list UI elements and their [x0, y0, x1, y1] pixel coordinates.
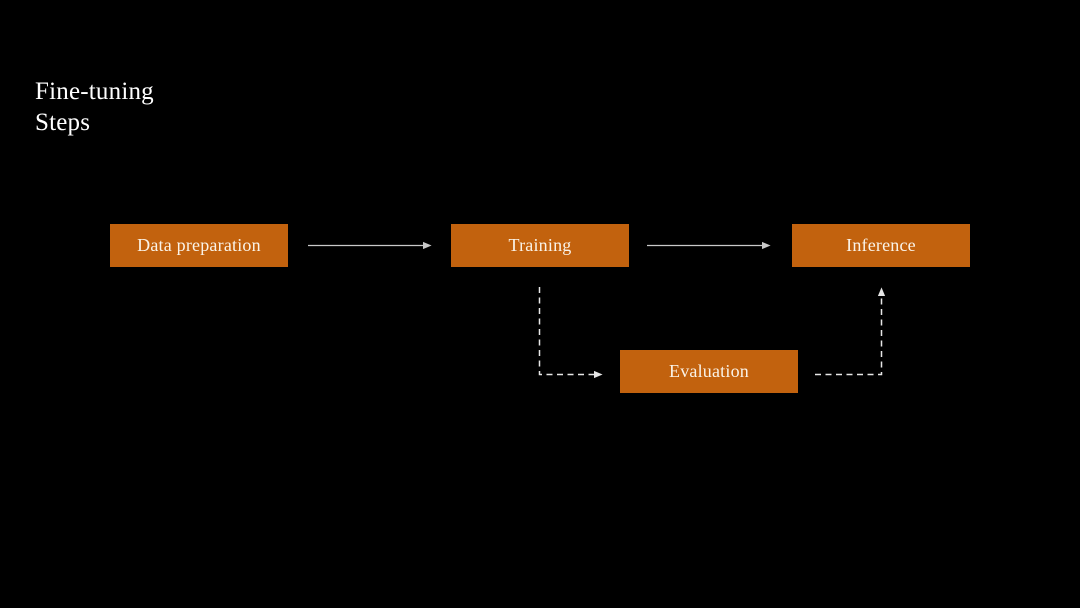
edge-training-to-evaluation — [538, 287, 603, 379]
node-data-preparation-label: Data preparation — [137, 235, 261, 255]
node-inference: Inference — [792, 224, 970, 267]
edge-evaluation-to-inference — [815, 287, 886, 376]
slide-title-line1: Fine-tuning — [35, 78, 154, 105]
node-training-label: Training — [508, 235, 572, 255]
node-training: Training — [451, 224, 629, 267]
slide-title-line2: Steps — [35, 109, 91, 136]
slide-title: Fine-tuning Steps — [35, 76, 154, 138]
node-evaluation: Evaluation — [620, 350, 798, 393]
node-inference-label: Inference — [846, 235, 916, 255]
node-data-preparation: Data preparation — [110, 224, 288, 267]
node-evaluation-label: Evaluation — [669, 361, 749, 381]
